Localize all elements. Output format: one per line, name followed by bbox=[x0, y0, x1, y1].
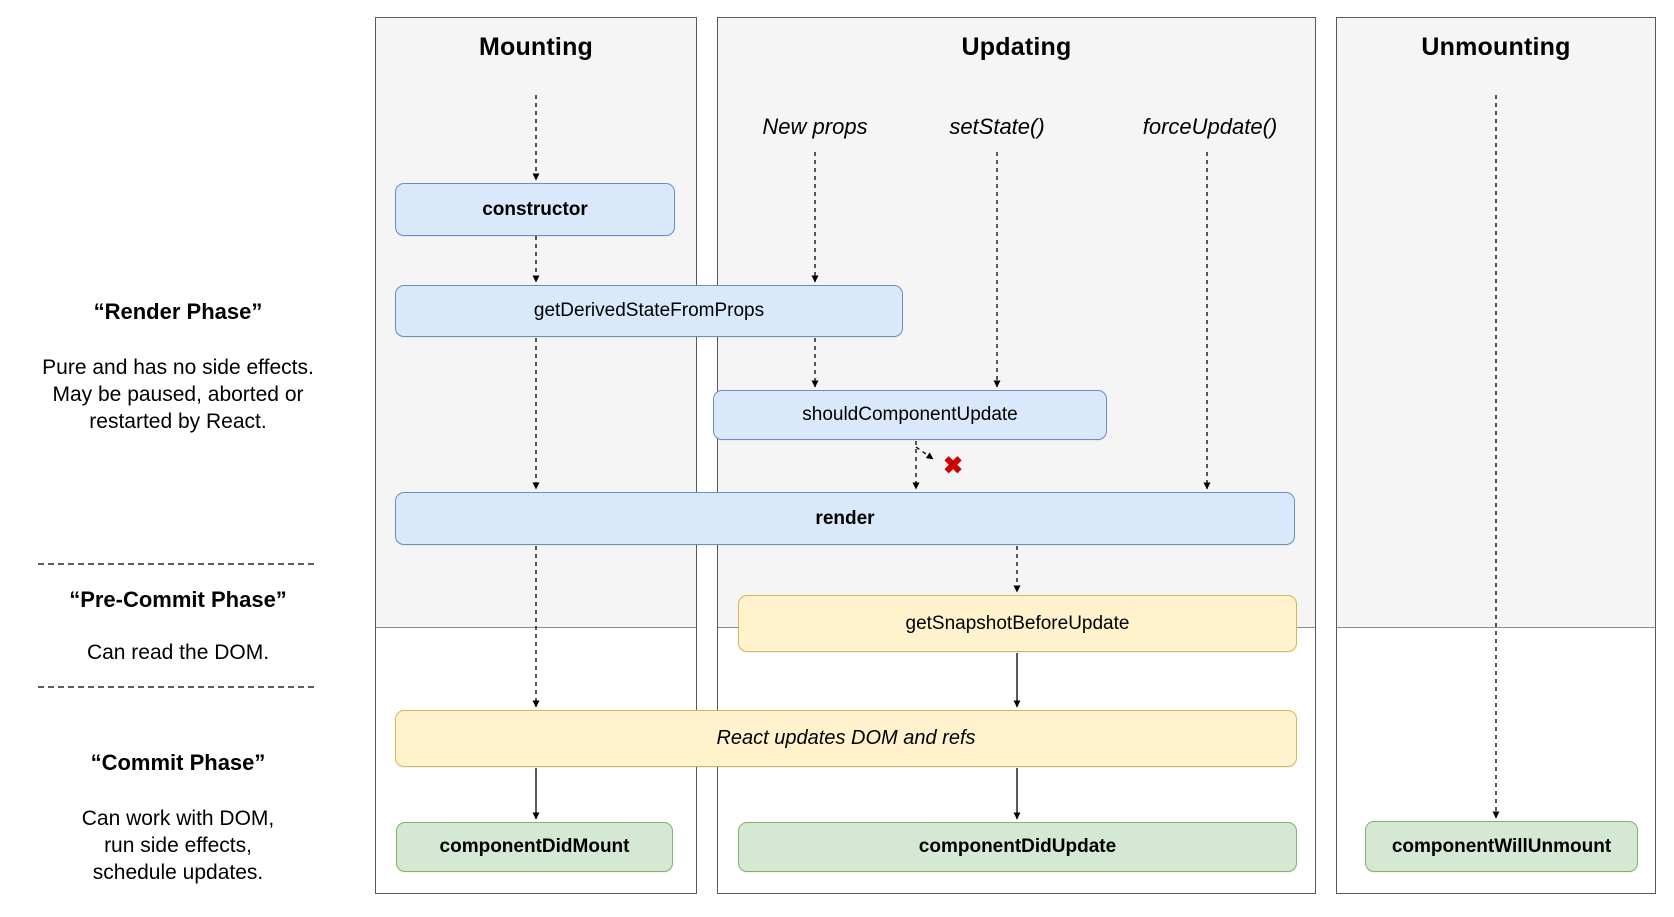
react-updates-dom-box: React updates DOM and refs bbox=[395, 710, 1297, 767]
updating-title: Updating bbox=[961, 33, 1072, 61]
trigger-set-state: setState() bbox=[949, 114, 1045, 139]
render-phase-title: “Render Phase” bbox=[93, 299, 263, 324]
should-component-update-box: shouldComponentUpdate bbox=[713, 390, 1107, 440]
constructor-box: constructor bbox=[395, 183, 675, 236]
halt-x-icon: ✖ bbox=[942, 452, 964, 480]
render-phase-label: “Render Phase” bbox=[28, 299, 328, 325]
render-phase-description: Pure and has no side effects. May be pau… bbox=[42, 356, 314, 433]
mounting-title: Mounting bbox=[478, 33, 594, 61]
pre-commit-phase-description: Can read the DOM. bbox=[86, 641, 270, 664]
render-phase-background bbox=[1337, 18, 1655, 628]
component-did-update-box: componentDidUpdate bbox=[738, 822, 1297, 872]
component-will-unmount-box: componentWillUnmount bbox=[1365, 821, 1638, 872]
commit-phase-label: “Commit Phase” bbox=[28, 750, 328, 776]
render-box: render bbox=[395, 492, 1295, 545]
commit-phase-description: Can work with DOM, run side effects, sch… bbox=[81, 807, 275, 884]
get-snapshot-before-update-box: getSnapshotBeforeUpdate bbox=[738, 595, 1297, 652]
trigger-new-props: New props bbox=[762, 114, 868, 139]
unmounting-panel: Unmounting bbox=[1336, 17, 1656, 894]
unmounting-title: Unmounting bbox=[1421, 33, 1571, 61]
pre-commit-phase-title: “Pre-Commit Phase” bbox=[69, 587, 287, 612]
pre-commit-phase-label: “Pre-Commit Phase” bbox=[28, 587, 328, 613]
component-did-mount-box: componentDidMount bbox=[396, 822, 673, 872]
get-derived-state-from-props-box: getDerivedStateFromProps bbox=[395, 285, 903, 337]
trigger-force-update: forceUpdate() bbox=[1142, 114, 1278, 139]
commit-phase-title: “Commit Phase” bbox=[90, 750, 266, 775]
